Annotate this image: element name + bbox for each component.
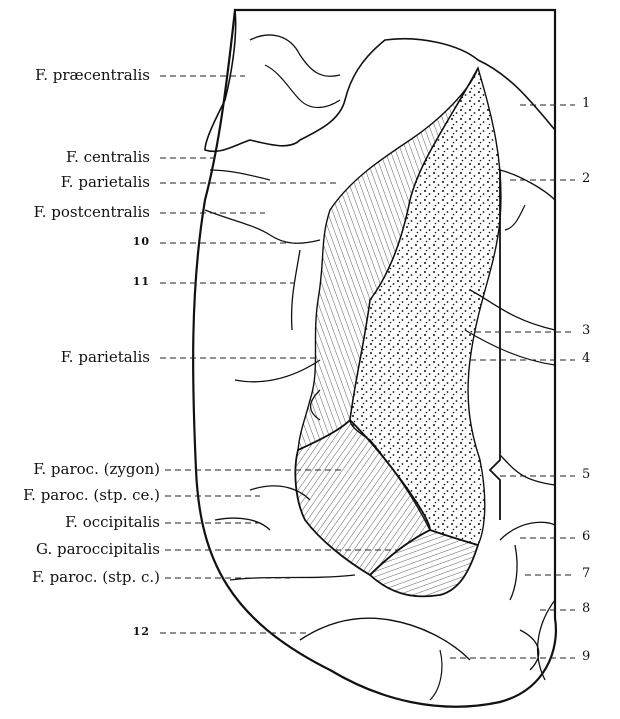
label-5: 5 [582, 467, 590, 482]
label-f-praecentralis: F. præcentralis [35, 66, 150, 84]
label-4: 4 [582, 351, 590, 366]
label-g-paroccipitalis: G. paroccipitalis [36, 540, 160, 558]
label-f-occipitalis: F. occipitalis [65, 513, 160, 531]
label-3: 3 [582, 323, 590, 338]
frontal-gyrus [205, 10, 555, 151]
label-f-postcentralis: F. postcentralis [34, 203, 150, 221]
label-f-parietalis-lower: F. parietalis [61, 348, 150, 366]
label-f-paroc-stp-ce: F. paroc. (stp. ce.) [23, 486, 160, 504]
label-7: 7 [582, 566, 590, 581]
label-10: 10 [133, 235, 150, 248]
label-11: 11 [133, 275, 150, 288]
label-f-centralis: F. centralis [66, 148, 150, 166]
label-1: 1 [582, 96, 590, 111]
label-f-paroc-stp-c: F. paroc. (stp. c.) [32, 568, 160, 586]
label-f-paroc-zygon: F. paroc. (zygon) [33, 460, 160, 478]
label-12: 12 [133, 625, 150, 638]
label-9: 9 [582, 649, 590, 664]
label-2: 2 [582, 171, 590, 186]
label-6: 6 [582, 529, 590, 544]
label-8: 8 [582, 601, 590, 616]
label-f-parietalis-upper: F. parietalis [61, 173, 150, 191]
